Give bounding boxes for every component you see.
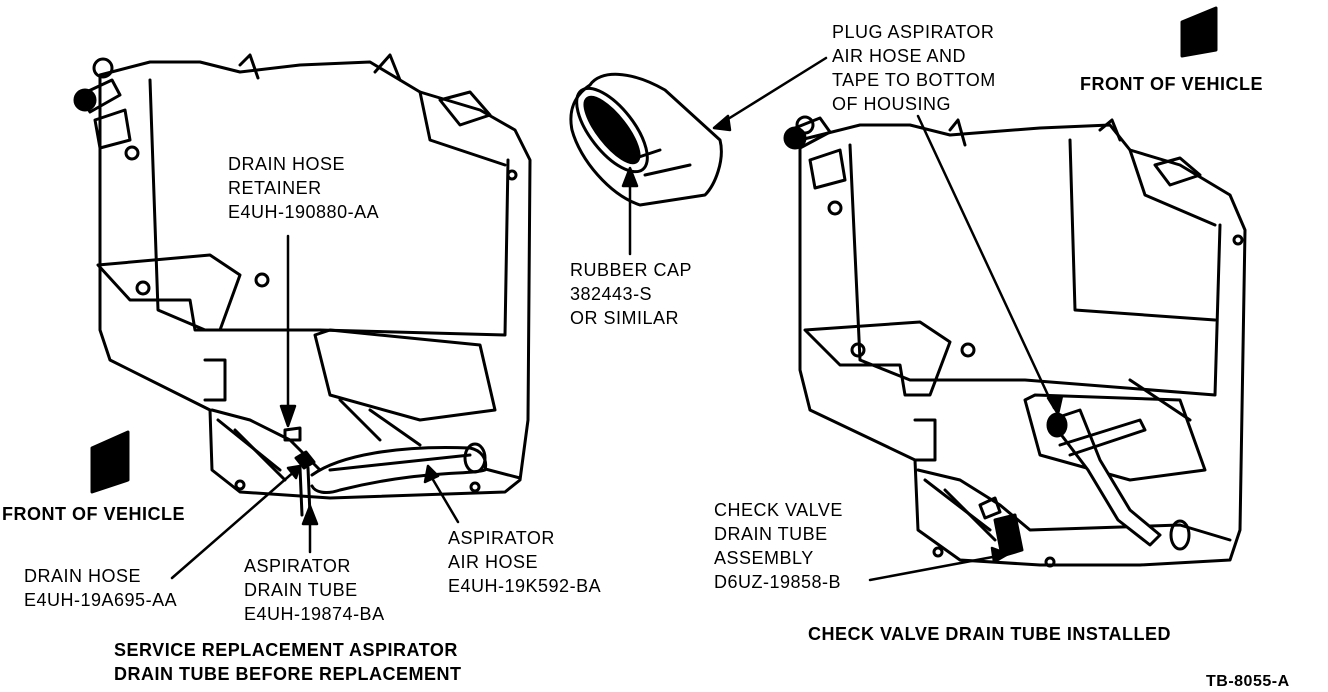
left-housing [73,53,532,517]
left-front-arrow [90,430,130,494]
right-front-of-vehicle-label: FRONT OF VEHICLE [1080,74,1263,94]
arrowhead-plug-to-right-housing [1046,394,1064,416]
right-caption: CHECK VALVE DRAIN TUBE INSTALLED [808,624,1172,644]
arrowhead-check-valve [990,546,1010,564]
plug-aspirator-note: PLUG ASPIRATOR AIR HOSE AND TAPE TO BOTT… [832,22,996,114]
arrowhead-plug-aspirator [712,114,732,132]
arrowhead-rubber-cap [621,166,639,188]
aspirator-air-hose-label: ASPIRATOR AIR HOSE E4UH-19K592-BA [448,528,602,596]
drain-hose-label: DRAIN HOSE E4UH-19A695-AA [24,566,178,610]
figure-id: TB-8055-A [1206,673,1290,690]
rubber-cap-illustration [569,72,723,207]
leader-aspirator-air-hose [430,476,460,524]
rubber-cap-label: RUBBER CAP 382443-S OR SIMILAR [570,260,693,328]
leader-drain-hose [170,468,298,580]
leader-check-valve [868,554,1000,582]
check-valve-label: CHECK VALVE DRAIN TUBE ASSEMBLY D6UZ-198… [714,500,843,592]
right-front-arrow [1180,6,1218,58]
arrowhead-aspirator-air-hose [423,464,440,484]
aspirator-drain-tube-label: ASPIRATOR DRAIN TUBE E4UH-19874-BA [244,556,385,624]
leader-plug-aspirator [718,56,828,126]
arrowhead-aspirator-drain-tube [301,504,319,526]
left-front-of-vehicle-label: FRONT OF VEHICLE [2,504,185,524]
arrowhead-drain-hose-retainer [279,404,297,428]
leader-plug-to-right-housing [916,114,1056,410]
arrowhead-drain-hose [286,464,302,480]
right-housing [783,115,1247,568]
drain-hose-retainer-label: DRAIN HOSE RETAINER E4UH-190880-AA [228,154,380,222]
left-caption: SERVICE REPLACEMENT ASPIRATOR DRAIN TUBE… [114,640,462,684]
